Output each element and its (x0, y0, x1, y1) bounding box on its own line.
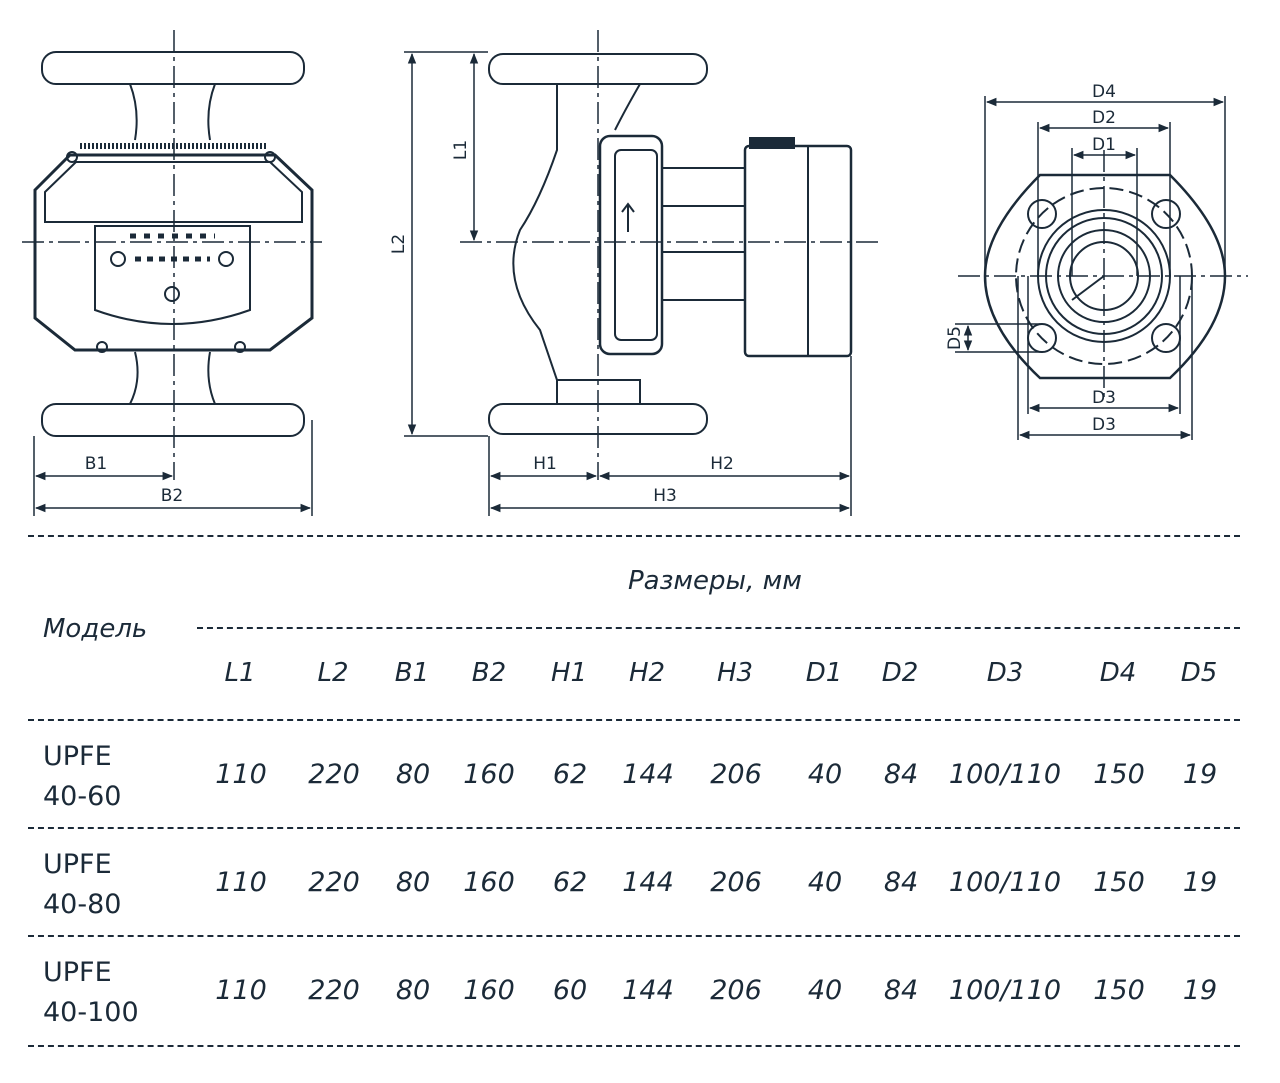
model-series: UPFE (43, 957, 112, 988)
label-d5: D5 (945, 326, 965, 350)
label-l1: L1 (451, 140, 471, 160)
header-d3: D3 (986, 658, 1024, 688)
cell-d1: 40 (807, 759, 843, 790)
cell-h3: 206 (710, 759, 762, 790)
cell-h2: 144 (622, 867, 674, 898)
cell-d2: 84 (883, 975, 919, 1006)
model-size: 40-60 (43, 781, 122, 812)
cell-h2: 144 (622, 759, 674, 790)
cell-l2: 220 (308, 759, 360, 790)
divider-row (28, 935, 1240, 937)
cell-b2: 160 (463, 867, 515, 898)
model-series: UPFE (43, 849, 112, 880)
header-d1: D1 (805, 658, 843, 688)
header-l2: L2 (317, 658, 349, 688)
label-d4: D4 (1092, 82, 1116, 102)
pump-drawings: B1 B2 L1 L2 H1 H2 H3 (22, 30, 1248, 516)
label-d3-inner: D3 (1092, 388, 1116, 408)
cell-l2: 220 (308, 867, 360, 898)
cell-l1: 110 (215, 759, 267, 790)
cell-b2: 160 (463, 759, 515, 790)
cell-h1: 62 (552, 867, 588, 898)
cell-l1: 110 (215, 975, 267, 1006)
label-d3-outer: D3 (1092, 415, 1116, 435)
cell-h1: 60 (552, 975, 588, 1006)
cell-d1: 40 (807, 975, 843, 1006)
model-name: UPFE 40-100 (43, 953, 139, 1033)
cell-d5: 19 (1182, 975, 1218, 1006)
side-view (488, 53, 853, 435)
model-name: UPFE 40-60 (43, 737, 121, 817)
header-b1: B1 (394, 658, 430, 688)
header-d5: D5 (1180, 658, 1218, 688)
header-b2: B2 (471, 658, 507, 688)
header-l1: L1 (224, 658, 256, 688)
cell-b1: 80 (395, 867, 431, 898)
cell-b1: 80 (395, 759, 431, 790)
cell-h2: 144 (622, 975, 674, 1006)
cell-d3: 100/110 (948, 759, 1062, 790)
divider-top (28, 535, 1240, 537)
header-h3: H3 (716, 658, 754, 688)
cell-d2: 84 (883, 759, 919, 790)
header-d2: D2 (881, 658, 919, 688)
divider-caption (197, 627, 1240, 629)
table-caption: Размеры, мм (628, 566, 802, 596)
model-series: UPFE (43, 741, 112, 772)
divider-header (28, 719, 1240, 721)
label-d2: D2 (1092, 108, 1116, 128)
divider-bottom (28, 1045, 1240, 1047)
cell-d2: 84 (883, 867, 919, 898)
model-name: UPFE 40-80 (43, 845, 121, 925)
label-h3: H3 (653, 486, 677, 506)
cell-d5: 19 (1182, 867, 1218, 898)
cell-h3: 206 (710, 975, 762, 1006)
cell-h3: 206 (710, 867, 762, 898)
cell-b1: 80 (395, 975, 431, 1006)
cell-l1: 110 (215, 867, 267, 898)
cell-d4: 150 (1093, 759, 1145, 790)
cell-d3: 100/110 (948, 975, 1062, 1006)
cell-d4: 150 (1093, 975, 1145, 1006)
label-d1: D1 (1092, 135, 1116, 155)
cell-d4: 150 (1093, 867, 1145, 898)
cell-d5: 19 (1182, 759, 1218, 790)
label-b2: B2 (161, 486, 183, 506)
model-size: 40-100 (43, 997, 139, 1028)
cell-h1: 62 (552, 759, 588, 790)
header-d4: D4 (1099, 658, 1137, 688)
label-h1: H1 (533, 454, 557, 474)
cell-d3: 100/110 (948, 867, 1062, 898)
cell-d1: 40 (807, 867, 843, 898)
header-h2: H2 (628, 658, 666, 688)
header-h1: H1 (550, 658, 588, 688)
model-size: 40-80 (43, 889, 122, 920)
model-column-label: Модель (43, 614, 148, 644)
label-h2: H2 (710, 454, 734, 474)
label-b1: B1 (85, 454, 107, 474)
divider-row (28, 827, 1240, 829)
cell-b2: 160 (463, 975, 515, 1006)
cell-l2: 220 (308, 975, 360, 1006)
label-l2: L2 (389, 234, 409, 254)
